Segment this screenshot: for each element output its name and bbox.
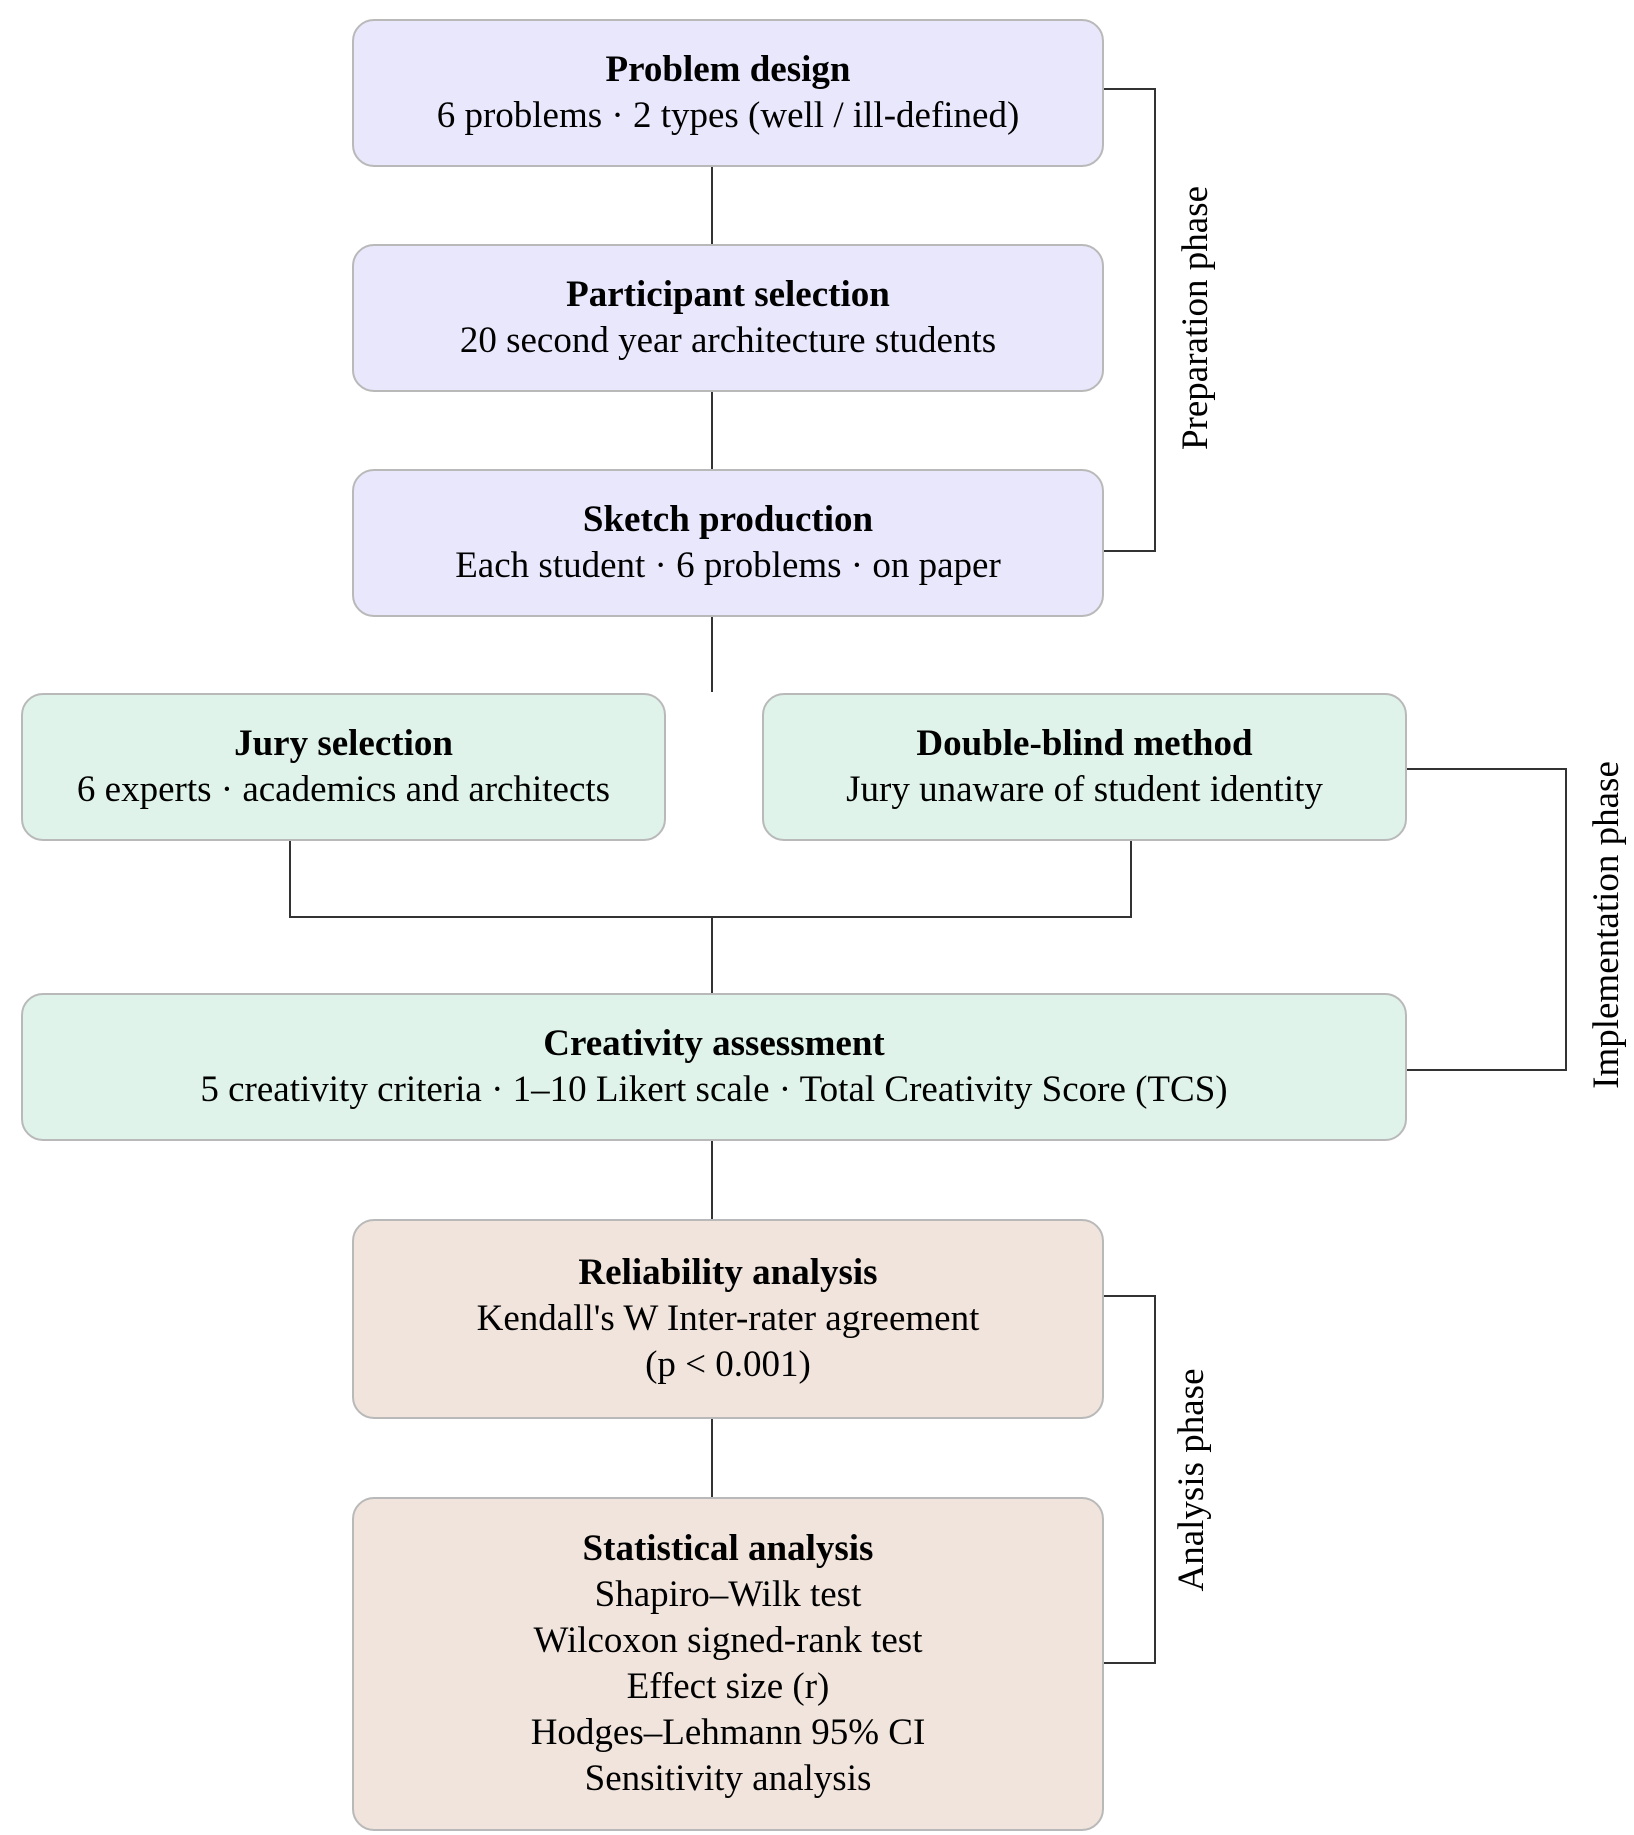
statistical-analysis-box: Statistical analysis Shapiro–Wilk test W…	[352, 1497, 1104, 1831]
jury-selection-detail: 6 experts · academics and architects	[76, 769, 611, 810]
jury-selection-box: Jury selection 6 experts · academics and…	[21, 693, 666, 841]
participant-selection-detail: 20 second year architecture students	[459, 320, 997, 361]
participant-selection-box: Participant selection 20 second year arc…	[352, 244, 1104, 392]
statistical-analysis-detail-4: Hodges–Lehmann 95% CI	[530, 1712, 926, 1753]
sketch-production-title: Sketch production	[582, 499, 874, 540]
reliability-analysis-detail-2: (p < 0.001)	[645, 1344, 811, 1385]
bracket-implementation	[1407, 768, 1567, 1071]
problem-design-title: Problem design	[605, 49, 851, 90]
creativity-assessment-detail: 5 creativity criteria · 1–10 Likert scal…	[200, 1069, 1228, 1110]
implementation-phase-label: Implementation phase	[1586, 761, 1627, 1089]
reliability-analysis-box: Reliability analysis Kendall's W Inter-r…	[352, 1219, 1104, 1419]
connector-jury-merge	[289, 841, 1132, 918]
bracket-preparation	[1104, 88, 1156, 552]
problem-design-detail: 6 problems · 2 types (well / ill-defined…	[436, 95, 1020, 136]
creativity-assessment-title: Creativity assessment	[543, 1023, 885, 1064]
sketch-production-box: Sketch production Each student · 6 probl…	[352, 469, 1104, 617]
creativity-assessment-box: Creativity assessment 5 creativity crite…	[21, 993, 1407, 1141]
participant-selection-title: Participant selection	[566, 274, 890, 315]
double-blind-method-box: Double-blind method Jury unaware of stud…	[762, 693, 1407, 841]
reliability-analysis-title: Reliability analysis	[578, 1252, 878, 1293]
bracket-analysis	[1104, 1295, 1156, 1664]
problem-design-box: Problem design 6 problems · 2 types (wel…	[352, 19, 1104, 167]
statistical-analysis-detail-2: Wilcoxon signed-rank test	[533, 1620, 923, 1661]
statistical-analysis-detail-5: Sensitivity analysis	[584, 1758, 872, 1799]
statistical-analysis-detail-3: Effect size (r)	[626, 1666, 830, 1707]
statistical-analysis-title: Statistical analysis	[582, 1528, 874, 1569]
sketch-production-detail: Each student · 6 problems · on paper	[455, 545, 1001, 586]
statistical-analysis-detail-1: Shapiro–Wilk test	[594, 1574, 862, 1615]
analysis-phase-label: Analysis phase	[1171, 1368, 1212, 1592]
jury-selection-title: Jury selection	[234, 723, 453, 764]
preparation-phase-label: Preparation phase	[1175, 185, 1216, 451]
double-blind-method-title: Double-blind method	[916, 723, 1253, 764]
reliability-analysis-detail-1: Kendall's W Inter-rater agreement	[476, 1298, 980, 1339]
double-blind-method-detail: Jury unaware of student identity	[846, 769, 1323, 810]
